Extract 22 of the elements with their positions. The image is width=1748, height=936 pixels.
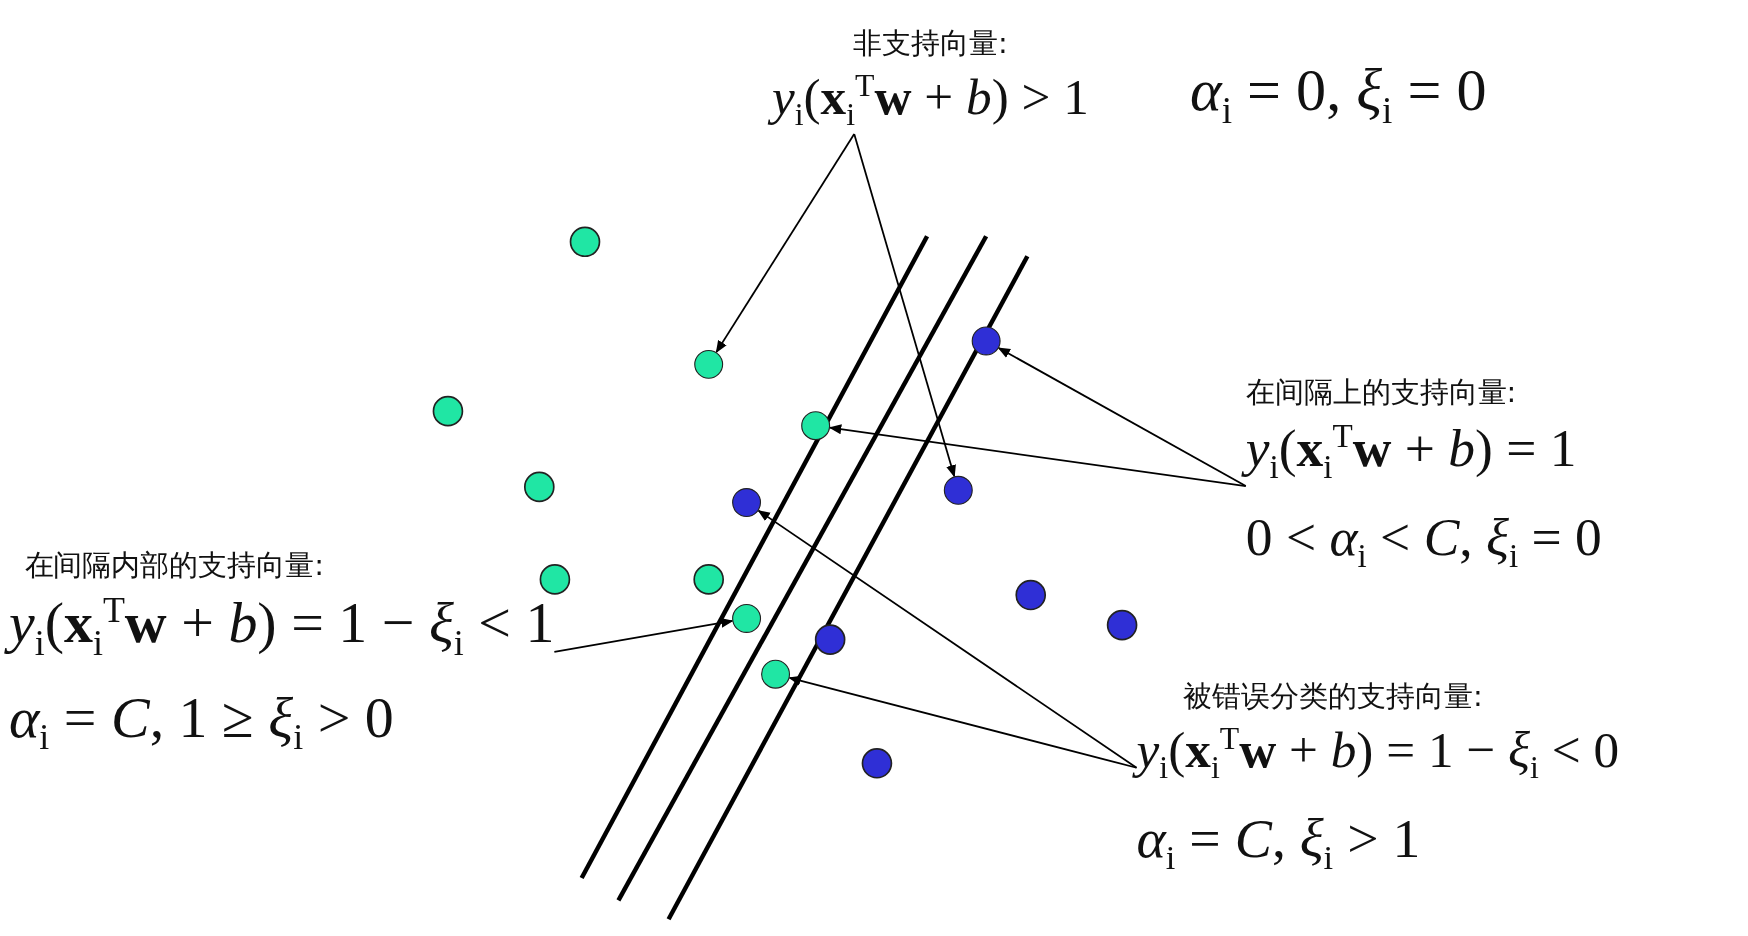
heading-text: 在间隔上的支持向量: [1245,374,1517,411]
data-point [943,475,973,505]
formula-text: α$_{i}$ = 0, ξ$_{i}$ = 0 [1190,55,1487,133]
heading-text: 被错误分类的支持向量: [1183,678,1483,716]
heading-text: 非支持向量: [853,25,1008,63]
leader-arrow [828,424,1247,487]
formula-text: 0 < α$_{i}$ < C, ξ$_{i}$ = 0 [1245,505,1602,575]
data-point [732,488,762,518]
data-point [761,659,791,689]
leader-arrow [788,675,1138,769]
leader-arrow [757,509,1138,769]
data-point [971,326,1001,356]
leader-arrow [553,617,734,653]
data-point [694,349,724,379]
data-point [732,603,762,633]
formula-text: α$_{i}$ = C, ξ$_{i}$ > 1 [1136,807,1421,878]
heading-text: 在间隔内部的支持向量: [24,547,324,584]
leader-arrow [997,347,1247,487]
data-point [801,411,831,441]
leader-arrow [715,133,856,354]
leader-arrow [853,133,956,478]
formula-text: α$_{i}$ = C, 1 ≥ ξ$_{i}$ > 0 [8,684,394,758]
